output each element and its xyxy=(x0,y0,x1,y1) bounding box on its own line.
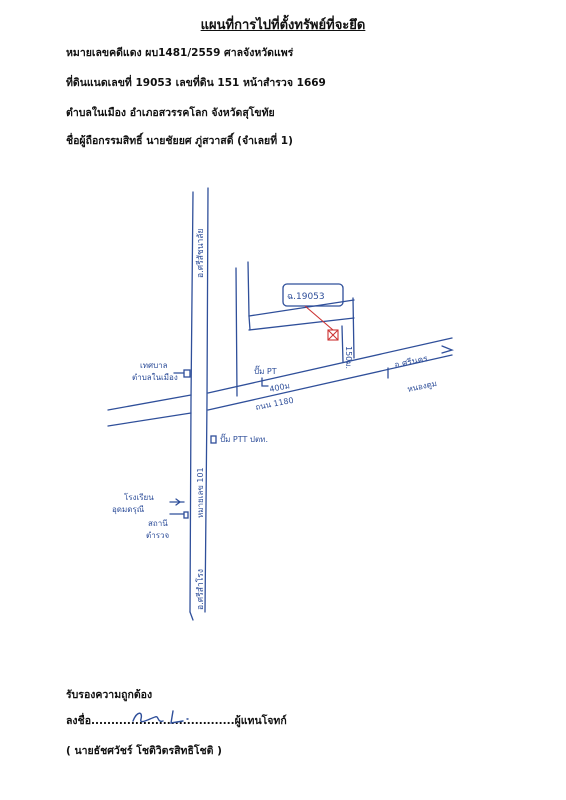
signature-line: ลงชื่อ..................................… xyxy=(66,710,287,729)
municipality-marker xyxy=(183,369,191,378)
deed-number-line: ที่ดินแนดเลขที่ 19053 เลขที่ดิน 151 หน้า… xyxy=(66,77,326,89)
signature-area: .................................... xyxy=(91,710,235,727)
side-street-line xyxy=(248,299,355,317)
soi-road xyxy=(247,261,250,317)
municipality-label-1: เทศบาล xyxy=(140,361,168,370)
road-top-label: อ.ศรีสัชนาลัย xyxy=(195,228,206,278)
school-label-2: อุดมดรุณี xyxy=(112,505,145,514)
main-road-west-edge xyxy=(189,191,194,613)
location-line: ตำบลในเมือง อำเภอสวรรคโลก จังหวัดสุโขทัย xyxy=(66,107,275,119)
page-title: แผนที่การไปที่ตั้งทรัพย์ที่จะยึด xyxy=(200,18,366,33)
sign-dots-right: ............ xyxy=(186,715,235,727)
sign-prefix: ลงชื่อ xyxy=(66,715,91,727)
soi-vertical-west xyxy=(248,315,251,331)
municipality-label-2: ตำบลในเมือง xyxy=(132,373,178,382)
callout-box xyxy=(282,283,344,307)
owner-line: ชื่อผู้ถือกรรมสิทธิ์ นายชัยยศ ภู่สวาสดิ์… xyxy=(66,135,293,147)
property-marker xyxy=(327,329,339,341)
soi-east-edge xyxy=(352,297,355,359)
school-label-4: ตำรวจ xyxy=(146,531,169,540)
road-bottom-label: อ.ศรีสำโรง xyxy=(195,569,206,610)
sign-dots-left: ........................ xyxy=(91,715,187,727)
school-label-3: สถานี xyxy=(148,519,168,528)
road-right-vertical-label: หนองตูม xyxy=(407,379,438,395)
school-label-1: โรงเรียน xyxy=(124,492,154,502)
highway-north-edge xyxy=(107,394,192,411)
pump-pt-label: ปั๊ม PT xyxy=(254,365,277,376)
main-road-east-edge xyxy=(204,187,209,613)
side-street-top xyxy=(248,317,355,331)
road-101-label: หมายเลข 101 xyxy=(196,467,205,518)
callout-label: ฉ.19053 xyxy=(287,292,325,302)
highway-south-edge-east xyxy=(207,354,453,411)
distance-label: 400ม xyxy=(269,381,291,394)
soi-east-edge-2 xyxy=(341,325,344,363)
pump-pt-marker xyxy=(261,377,269,387)
pump-ptt-label: ปั๊ม PTT ปตท. xyxy=(220,433,268,444)
side-street-west xyxy=(235,267,238,397)
certify-line: รับรองความถูกต้อง xyxy=(66,689,153,701)
case-number-line: หมายเลขคดีแดง ผบ1481/2559 ศาลจังหวัดแพร่ xyxy=(66,47,294,59)
school-marker xyxy=(183,511,189,519)
pump-ptt-marker xyxy=(210,435,217,444)
highway-north-edge-east xyxy=(207,337,453,394)
signer-name: ( นายธัชศวัชร์ โชติวิตรสิทธิโชติ ) xyxy=(66,745,222,757)
sign-suffix: ผู้แทนโจทก์ xyxy=(234,715,287,727)
handwritten-signature xyxy=(132,710,189,724)
road-right-label: อ.ศรีนคร xyxy=(393,353,429,371)
highway-south-edge xyxy=(107,412,192,427)
side-distance-label: 150ม. xyxy=(344,346,353,369)
